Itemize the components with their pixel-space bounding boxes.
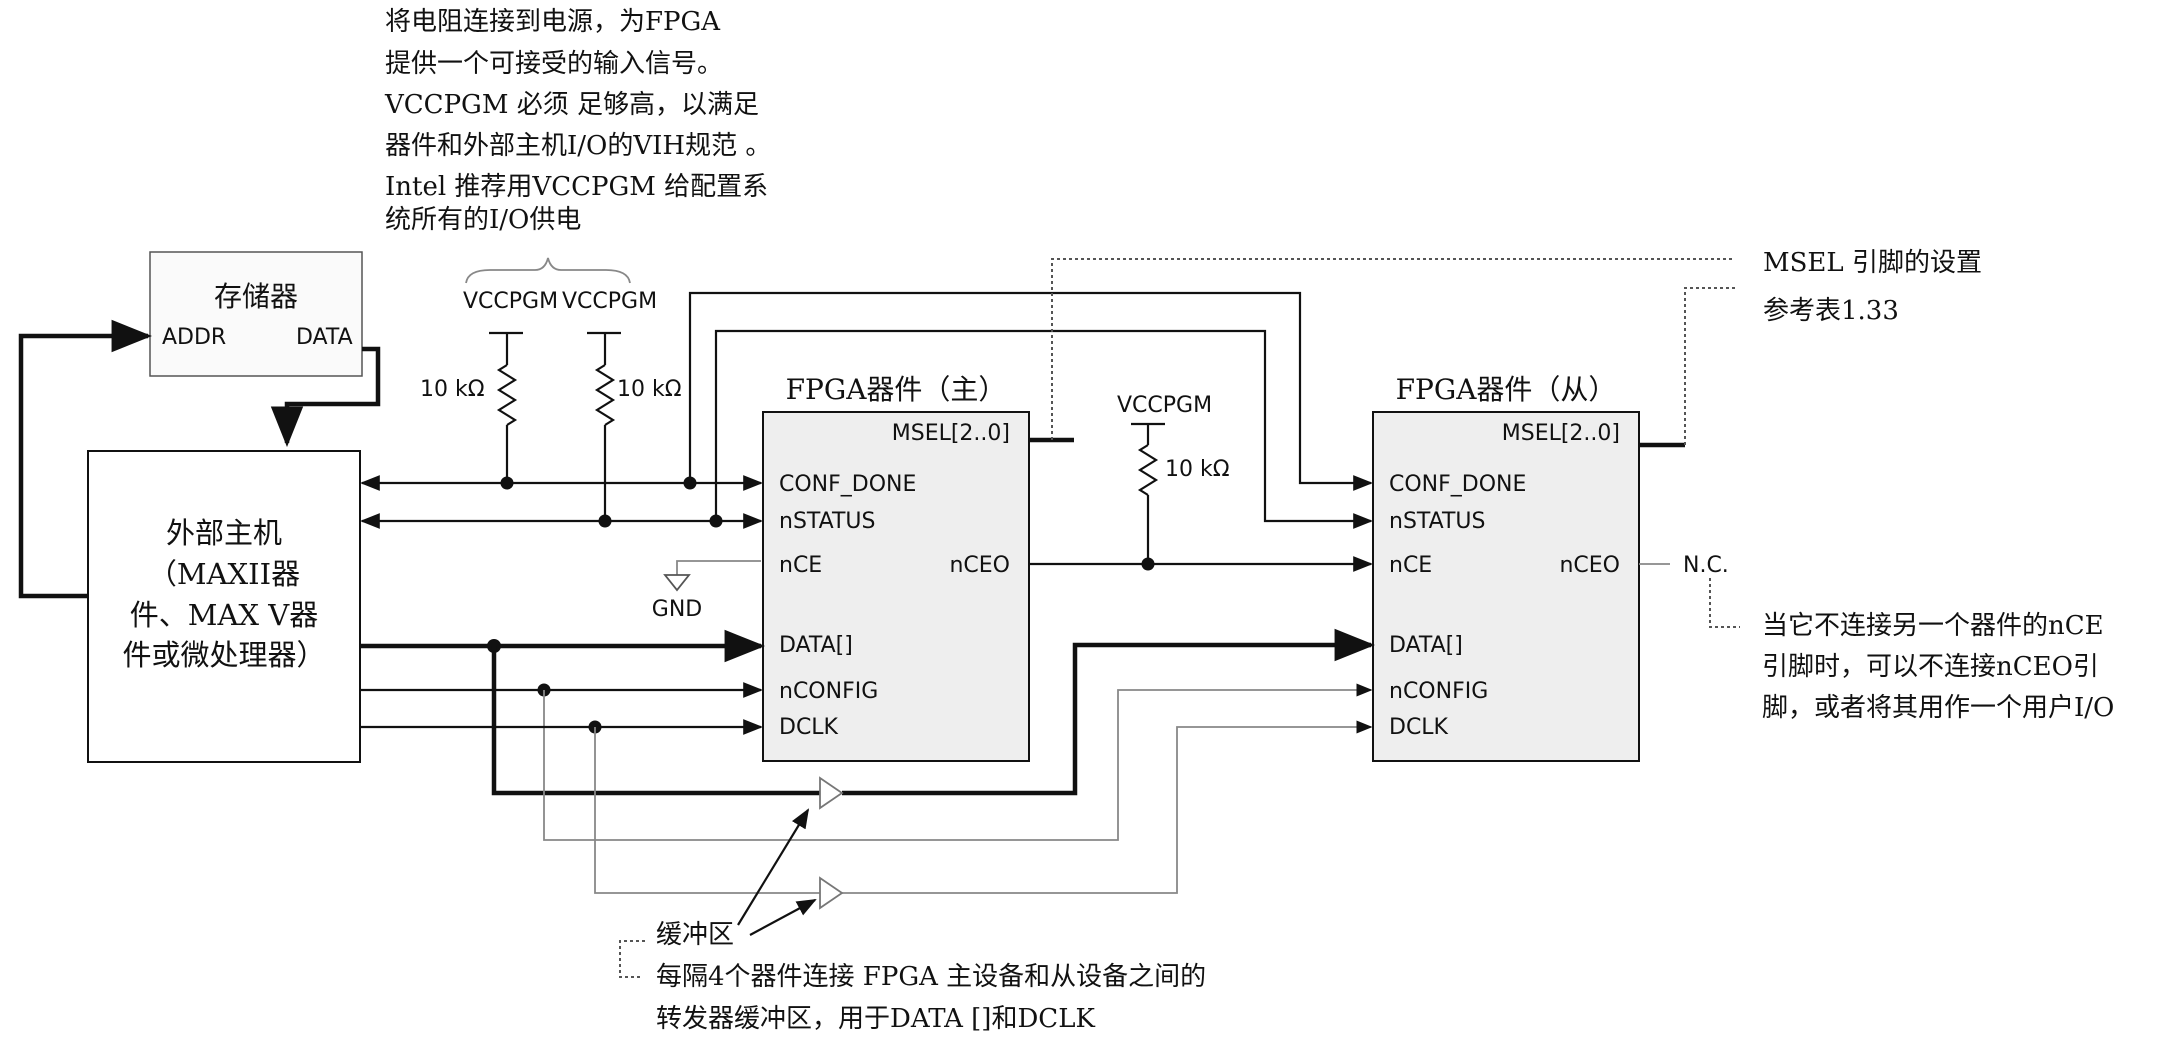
memory-data-pin: DATA [296,325,353,350]
pullup-resistor-2: VCCPGM 10 kΩ [562,289,682,521]
junction-dot [1141,557,1155,571]
nceo-note-line-3: 脚，或者将其用作一个用户I/O [1762,693,2114,723]
slave-msel-pin: MSEL[2..0] [1502,421,1620,446]
vccpgm-label-2: VCCPGM [562,289,657,314]
junction-dot [598,514,612,528]
master-dclk-pin: DCLK [779,715,839,740]
data-buffer-icon [819,776,844,810]
memory-data-bus [270,346,381,448]
master-nconfig-pin: nCONFIG [779,679,878,704]
fpga-slave-title: FPGA器件（从） [1396,373,1617,406]
slave-msel-callout [1684,287,1735,445]
junction-dot [500,476,514,490]
host-line-2: （MAXII器 [148,557,300,591]
slave-nstatus-pin: nSTATUS [1389,509,1486,534]
master-nstatus-pin: nSTATUS [779,509,876,534]
msel-note-line-1: MSEL 引脚的设置 [1763,248,1982,278]
slave-conf-done-line [688,291,1373,491]
power-note: 将电阻连接到电源，为FPGA 提供一个可接受的输入信号。 VCCPGM 必须 足… [384,7,771,235]
gnd-label: GND [652,597,702,622]
fpga-master-title: FPGA器件（主） [786,373,1007,406]
master-msel-pin: MSEL[2..0] [892,421,1010,446]
host-line-1: 外部主机 [166,516,282,550]
external-host-block [87,450,361,763]
power-note-line-3: VCCPGM 必须 足够高，以满足 [384,90,759,120]
buffer-note-callout [619,940,645,978]
msel-note-line-2: 参考表1.33 [1763,296,1899,326]
power-note-line-1: 将电阻连接到电源，为FPGA [385,7,721,37]
slave-nce-pin: nCE [1389,553,1432,578]
fpga-slave-block [1372,411,1640,762]
slave-nconfig-line [543,683,1373,841]
brace-bracket [465,257,631,284]
power-note-line-5: Intel 推荐用VCCPGM 给配置系 [385,172,768,202]
nc-label: N.C. [1683,553,1729,578]
nceo-note-line-1: 当它不连接另一个器件的nCE [1762,611,2104,641]
vccpgm-label-1: VCCPGM [463,289,558,314]
power-note-line-4: 器件和外部主机I/O的VIH规范 。 [385,131,771,161]
memory-block [149,251,363,377]
slave-nconfig-pin: nCONFIG [1389,679,1488,704]
fpga-master-block [762,411,1030,762]
nceo-note-line-2: 引脚时，可以不连接nCEO引 [1762,652,2099,682]
memory-addr-bus [18,319,153,599]
res-label-3: 10 kΩ [1165,457,1230,482]
master-nce-pin: nCE [779,553,822,578]
res-label-2: 10 kΩ [617,377,682,402]
bottom-note-line-1: 每隔4个器件连接 FPGA 主设备和从设备之间的 [656,962,1206,992]
slave-nceo-pin: nCEO [1559,553,1620,578]
nceo-note-callout [1709,578,1740,628]
buffer-label: 缓冲区 [656,920,734,950]
vccpgm-label-3: VCCPGM [1117,393,1212,418]
dclk-to-buffer [594,727,820,894]
buffer-pointer-arrow-1 [737,808,810,926]
slave-data-pin: DATA[] [1389,633,1463,658]
memory-addr-pin: ADDR [162,325,226,350]
memory-title: 存储器 [214,280,298,313]
master-msel-callout [1051,258,1735,440]
dclk-buffer-icon [819,876,844,910]
host-line-4: 件或微处理器） [122,638,325,672]
pullup-resistor-1: VCCPGM 10 kΩ [420,289,558,483]
master-nceo-pin: nCEO [949,553,1010,578]
host-line-3: 件、MAX V器 [130,598,318,632]
bottom-note-line-2: 转发器缓冲区，用于DATA []和DCLK [656,1004,1095,1034]
slave-conf-done-pin: CONF_DONE [1389,472,1526,497]
power-note-line-6: 统所有的I/O供电 [385,205,581,235]
res-label-1: 10 kΩ [420,377,485,402]
pullup-resistor-3: VCCPGM 10 kΩ [1117,393,1230,564]
slave-dclk-pin: DCLK [1389,715,1449,740]
slave-dclk-line [842,720,1373,894]
data-bus-to-slave [842,628,1376,796]
power-note-line-2: 提供一个可接受的输入信号。 [385,49,723,79]
slave-nstatus-line [714,329,1373,529]
data-bus-to-buffer [491,646,820,796]
buffer-pointer-arrow-2 [749,899,817,936]
master-conf-done-pin: CONF_DONE [779,472,916,497]
gnd-symbol: GND [652,560,761,622]
master-data-pin: DATA[] [779,633,853,658]
